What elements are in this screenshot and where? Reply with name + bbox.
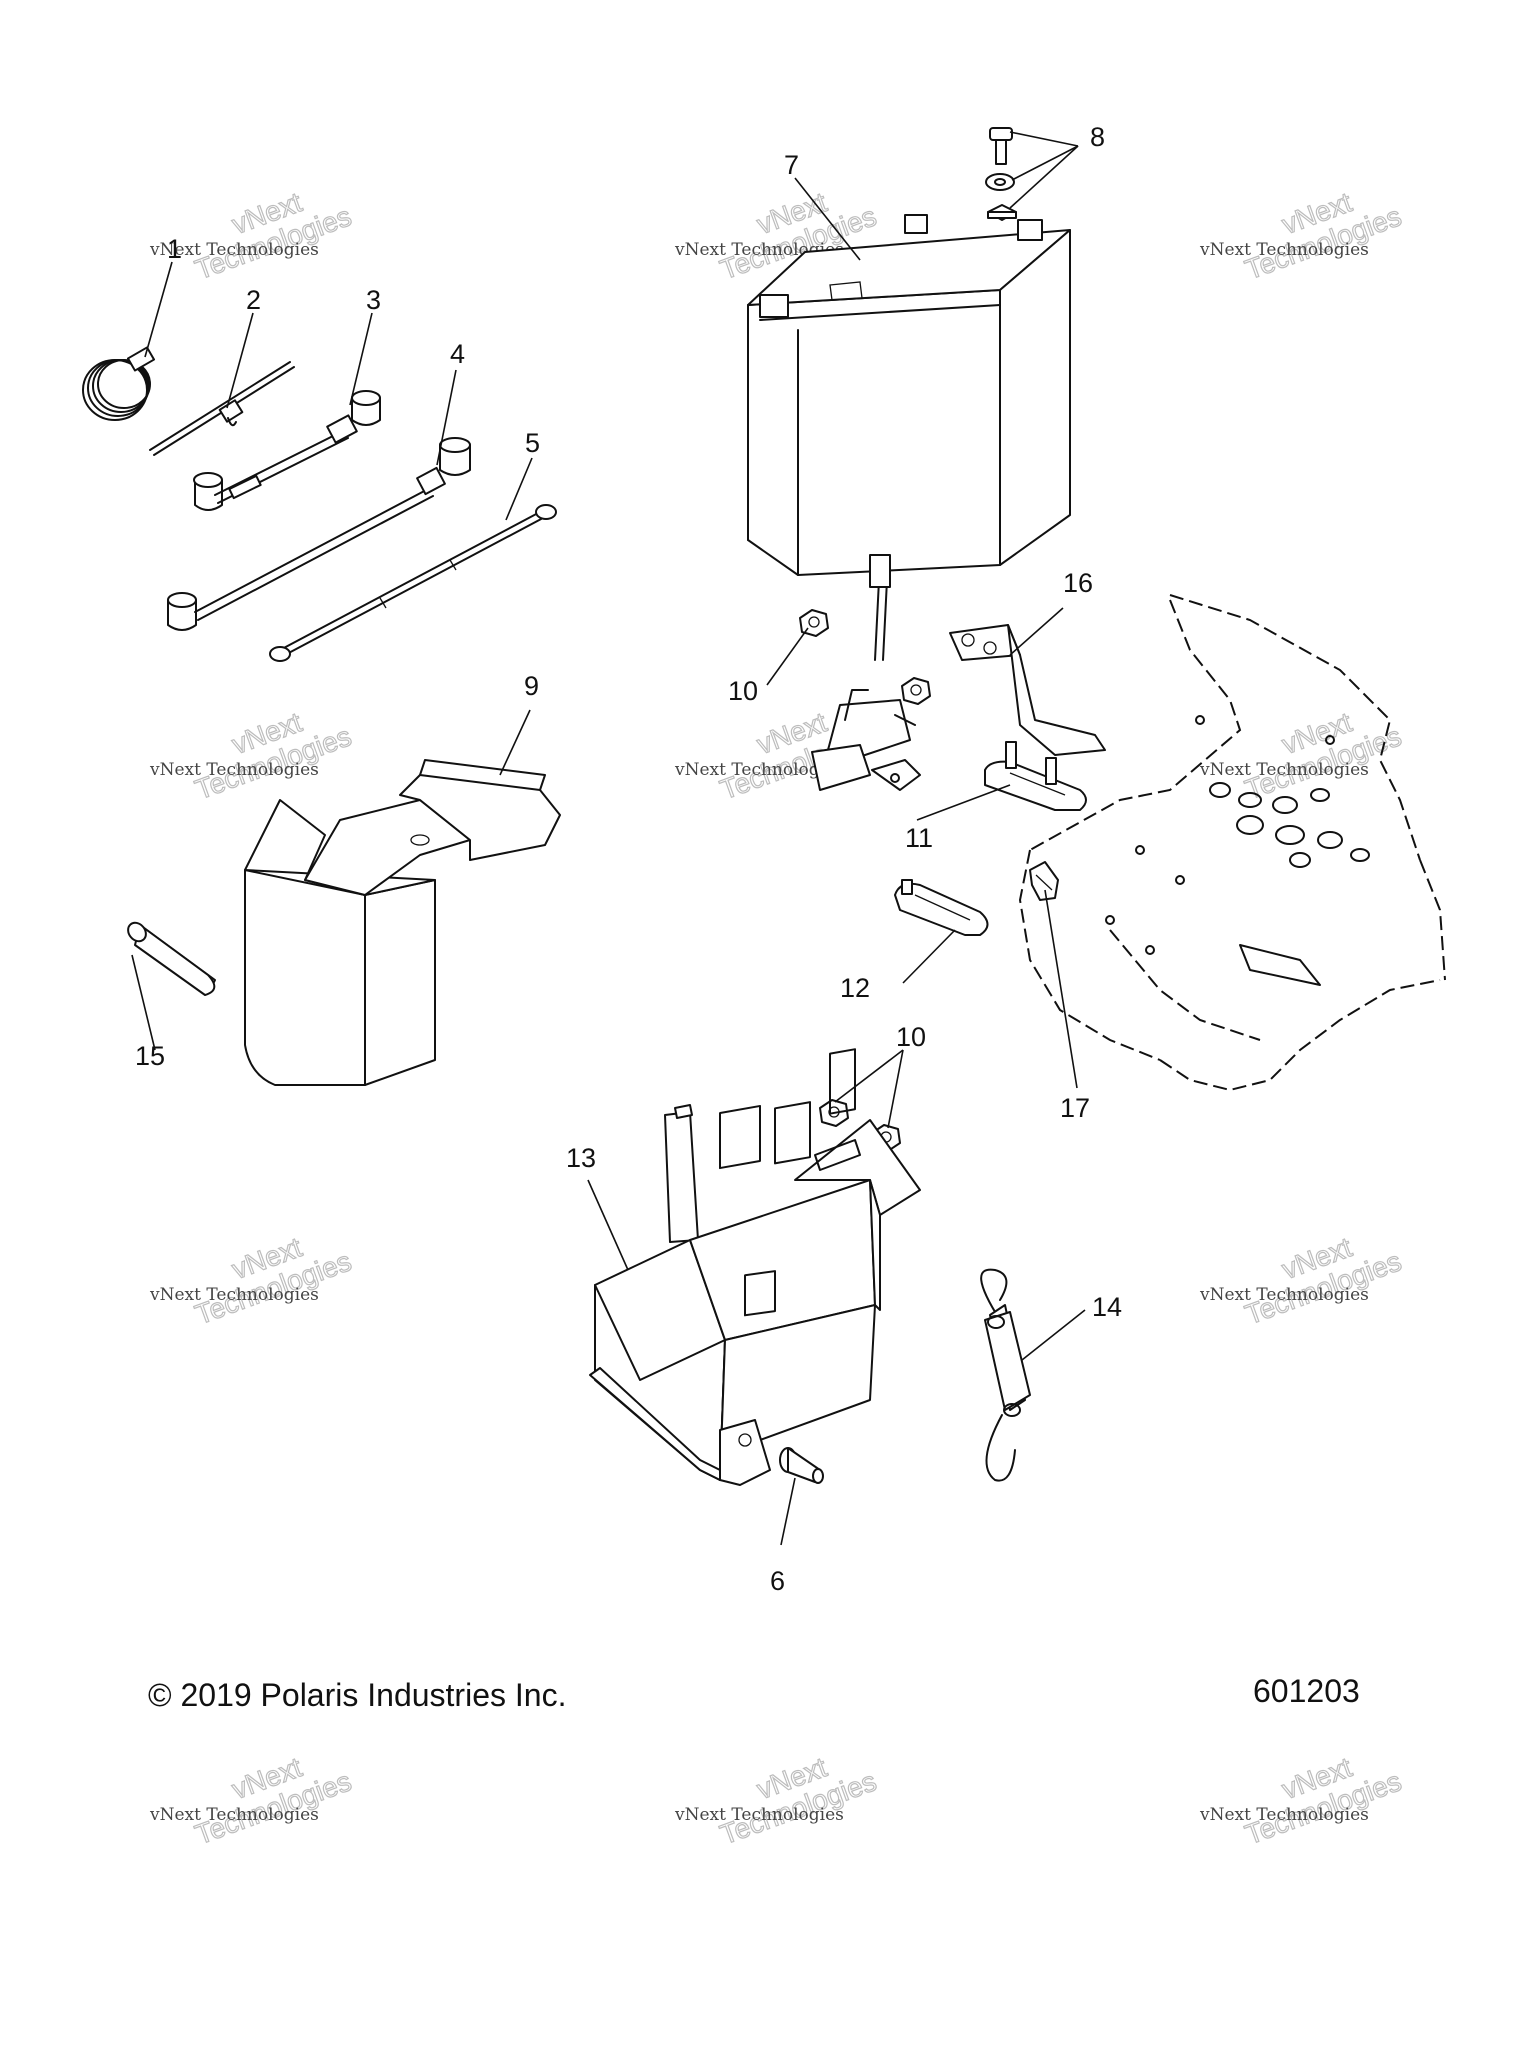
callout-14: 14 (1092, 1292, 1122, 1322)
watermark-10: Technologies vNext vNext Technologies (149, 1751, 356, 1851)
copyright-text: © 2019 Polaris Industries Inc. (148, 1677, 566, 1713)
callout-3: 3 (366, 285, 381, 315)
svg-text:vNext Technologies: vNext Technologies (1199, 240, 1369, 260)
part-12-plate (894, 879, 989, 936)
part-2-cable-tie (149, 361, 295, 456)
part-1-cable-coil (82, 346, 156, 421)
part-16-bracket (949, 624, 1106, 756)
part-5-ground-strap (269, 504, 557, 662)
callout-12: 12 (840, 973, 870, 1003)
svg-text:vNext Technologies: vNext Technologies (149, 1285, 319, 1305)
watermark-11: Technologies vNext vNext Technologies (674, 1751, 881, 1851)
watermark-3: Technologies vNext vNext Technologies (1199, 186, 1406, 286)
callout-13: 13 (566, 1143, 596, 1173)
part-11-holddown-plate (984, 741, 1087, 811)
part-7-battery (747, 214, 1071, 576)
svg-text:vNext Technologies: vNext Technologies (149, 760, 319, 780)
callout-10-lower: 10 (896, 1022, 926, 1052)
callout-7: 7 (784, 150, 799, 180)
svg-text:vNext Technologies: vNext Technologies (674, 1805, 844, 1825)
callout-16: 16 (1063, 568, 1093, 598)
callout-10-upper: 10 (728, 676, 758, 706)
watermark-9: Technologies vNext vNext Technologies (1199, 1231, 1406, 1331)
svg-text:vNext Technologies: vNext Technologies (1199, 1285, 1369, 1305)
svg-text:vNext Technologies: vNext Technologies (149, 240, 319, 260)
vehicle-frame (1018, 594, 1446, 1092)
watermark-7: Technologies vNext vNext Technologies (149, 1231, 356, 1331)
callout-17: 17 (1060, 1093, 1090, 1123)
callout-8: 8 (1090, 122, 1105, 152)
callout-2: 2 (246, 285, 261, 315)
part-6-pin (779, 1447, 824, 1484)
callout-5: 5 (525, 428, 540, 458)
drawing-number: 601203 (1253, 1673, 1360, 1709)
callout-numbers: 1 2 3 4 5 6 7 8 9 10 11 12 10 13 14 15 1… (135, 122, 1122, 1596)
callout-4: 4 (450, 339, 465, 369)
callout-6: 6 (770, 1566, 785, 1596)
svg-text:vNext Technologies: vNext Technologies (1199, 1805, 1369, 1825)
part-17-clip (1029, 861, 1059, 901)
part-8-hardware (985, 127, 1017, 221)
part-13-battery-tray (589, 1048, 921, 1486)
callout-1: 1 (167, 234, 182, 264)
frame-holes (1105, 715, 1370, 955)
watermark-12: Technologies vNext vNext Technologies (1199, 1751, 1406, 1851)
part-4-long-cable (167, 437, 471, 631)
svg-text:vNext Technologies: vNext Technologies (149, 1805, 319, 1825)
svg-text:vNext Technologies: vNext Technologies (1199, 760, 1369, 780)
watermark-4: Technologies vNext vNext Technologies (149, 706, 356, 806)
part-15-tube (127, 921, 216, 996)
part-14-strap (980, 1268, 1031, 1482)
callout-11: 11 (905, 823, 933, 853)
callout-9: 9 (524, 671, 539, 701)
part-10-relay-harness (799, 554, 931, 791)
callout-15: 15 (135, 1041, 165, 1071)
svg-text:vNext Technologies: vNext Technologies (674, 760, 844, 780)
hex-nut-upper-right (901, 677, 931, 705)
leader-lines (131, 131, 1086, 1546)
part-9-battery-cover (244, 759, 561, 1086)
part-3-short-cable (193, 390, 381, 511)
